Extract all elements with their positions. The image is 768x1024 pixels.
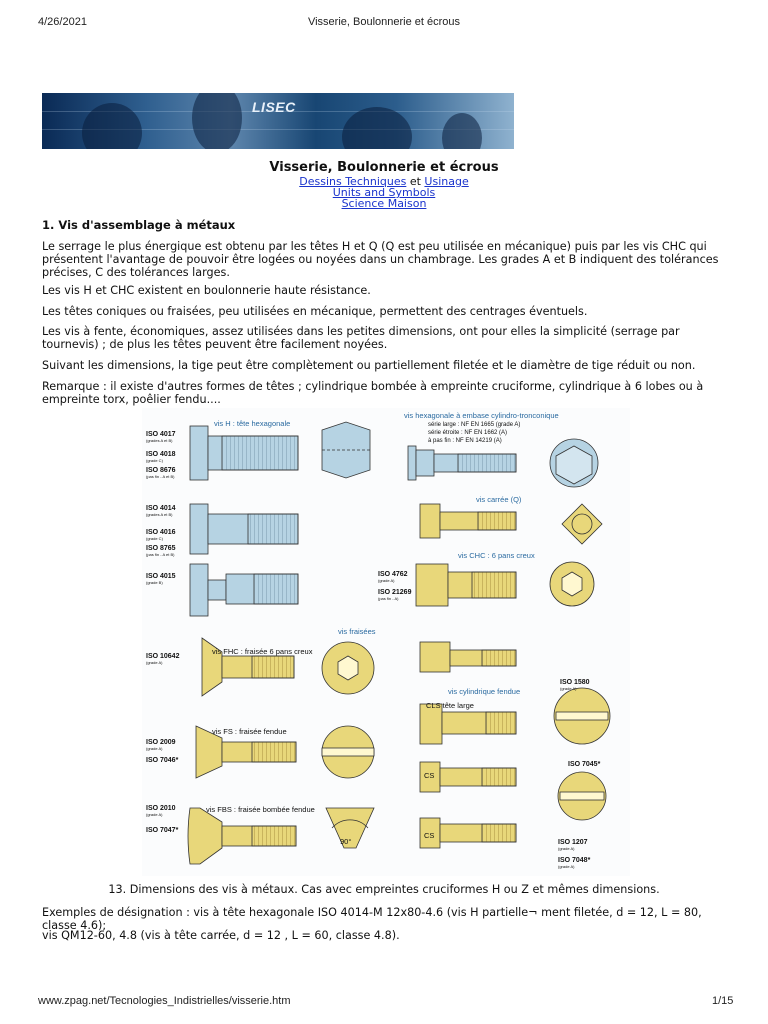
- flanged-hex-screw-icon: [407, 445, 517, 481]
- countersunk-front-view-icon: [321, 641, 375, 695]
- link-usinage[interactable]: Usinage: [424, 175, 469, 188]
- iso-2010-grade: (grade A): [146, 812, 163, 817]
- iso-21269-label: ISO 21269: [378, 589, 412, 596]
- flanged-hex-front-view-icon: [549, 438, 599, 488]
- pan-head-front-view-icon: [557, 771, 607, 821]
- countersunk-hex-socket-screw-icon: [201, 637, 295, 697]
- countersink-90-degree-icon: [325, 807, 375, 849]
- iso-8676-label: ISO 8676: [146, 467, 176, 474]
- link-dessins-techniques[interactable]: Dessins Techniques: [299, 175, 407, 188]
- paragraph-haute-resistance: Les vis H et CHC existent en boulonnerie…: [42, 284, 371, 297]
- label-vis-fbs: vis FBS : fraisée bombée fendue: [206, 805, 315, 814]
- iso-2009-label: ISO 2009: [146, 739, 176, 746]
- slotted-head-front-view-icon: [321, 725, 375, 779]
- iso-4016-grade: (grade C): [146, 536, 164, 541]
- banner-logo: LISEC: [252, 99, 296, 115]
- print-date: 4/26/2021: [38, 16, 87, 28]
- iso-8765-label: ISO 8765: [146, 545, 176, 552]
- iso-10642-grade: (grade A): [146, 660, 163, 665]
- iso-2009-grade: (grade A): [146, 746, 163, 751]
- label-vis-hex-embase: vis hexagonale à embase cylindro-troncon…: [404, 411, 559, 420]
- pan-head-screw-cs-2-icon: [419, 817, 517, 849]
- nav-conjunction: et: [409, 175, 421, 188]
- label-vis-fs: vis FS : fraisée fendue: [212, 727, 287, 736]
- iso-8676-grade: (pas fin - A et B): [146, 474, 175, 479]
- label-vis-fraisees: vis fraisées: [338, 627, 376, 636]
- nav-line-1: Dessins Techniques et Usinage: [0, 175, 768, 188]
- figure-caption: 13. Dimensions des vis à métaux. Cas ave…: [108, 883, 660, 896]
- page-title: Visserie, Boulonnerie et écrous: [269, 160, 499, 175]
- iso-4017-label: ISO 4017: [146, 431, 176, 438]
- iso-21269-grade: (pas fin - A): [378, 596, 399, 601]
- square-head-front-view-icon: [561, 503, 603, 545]
- socket-head-front-view-icon: [549, 561, 595, 607]
- iso-10642-label: ISO 10642: [146, 653, 180, 660]
- iso-4014-grade: (grades A et B): [146, 512, 173, 517]
- section-heading: 1. Vis d'assemblage à métaux: [42, 218, 236, 232]
- footer-page-number: 1/15: [712, 995, 734, 1007]
- label-vis-cyl-fendue: vis cylindrique fendue: [448, 687, 520, 696]
- cheese-head-screw-cls-icon: [419, 703, 517, 745]
- iso-7048-label: ISO 7048*: [558, 857, 591, 864]
- label-cls-tete-large: CLS tête large: [426, 701, 474, 710]
- paragraph-serrage: Le serrage le plus énergique est obtenu …: [42, 240, 719, 279]
- iso-1580-grade: (grade A): [560, 686, 577, 691]
- hex-screw-4015-icon: [189, 563, 299, 617]
- label-cs-2: CS: [424, 831, 434, 840]
- label-cs-1: CS: [424, 771, 434, 780]
- cylindrical-slotted-screw-icon: [419, 641, 517, 673]
- socket-head-cap-screw-icon: [415, 563, 517, 607]
- paragraph-tige: Suivant les dimensions, la tige peut êtr…: [42, 359, 696, 372]
- iso-7047-label: ISO 7047*: [146, 827, 179, 834]
- iso-7045-label: ISO 7045*: [568, 761, 601, 768]
- iso-4015-label: ISO 4015: [146, 573, 176, 580]
- countersunk-slotted-screw-icon: [195, 725, 297, 779]
- paragraph-vis-fente: Les vis à fente, économiques, assez util…: [42, 325, 680, 351]
- iso-7046-label: ISO 7046*: [146, 757, 179, 764]
- link-units-symbols[interactable]: Units and Symbols: [332, 186, 436, 199]
- example-line-1: Exemples de désignation : vis à tête hex…: [42, 906, 702, 932]
- link-science-maison[interactable]: Science Maison: [341, 197, 427, 210]
- square-head-screw-icon: [419, 503, 517, 539]
- iso-8765-grade: (pas fin - A et B): [146, 552, 175, 557]
- label-serie-large: série large : NF EN 1665 (grade A): [428, 422, 520, 428]
- nav-line-3: Science Maison: [0, 197, 768, 210]
- nav-line-2: Units and Symbols: [0, 186, 768, 199]
- iso-4015-grade: (grade B): [146, 580, 163, 585]
- print-title: Visserie, Boulonnerie et écrous: [307, 16, 461, 28]
- iso-4018-grade: (grade C): [146, 458, 164, 463]
- iso-4018-label: ISO 4018: [146, 451, 176, 458]
- example-line-2: vis QM12-60, 4.8 (vis à tête carrée, d =…: [42, 929, 400, 942]
- label-vis-fhc: vis FHC : fraisée 6 pans creux: [212, 647, 313, 656]
- iso-1207-label: ISO 1207: [558, 839, 588, 846]
- label-serie-etroite: série étroite : NF EN 1662 (A): [428, 430, 507, 436]
- iso-4017-grade: (grades A et B): [146, 438, 173, 443]
- iso-2010-label: ISO 2010: [146, 805, 176, 812]
- hex-screw-4014-icon: [189, 503, 299, 555]
- hex-screw-4017-icon: [189, 425, 299, 481]
- iso-1580-label: ISO 1580: [560, 679, 590, 686]
- iso-7048-grade: (grade A): [558, 864, 575, 869]
- label-vis-chc: vis CHC : 6 pans creux: [458, 551, 535, 560]
- banner-image: LISEC: [42, 93, 514, 149]
- iso-4016-label: ISO 4016: [146, 529, 176, 536]
- screw-dimensions-figure: ISO 4017 (grades A et B) ISO 4018 (grade…: [142, 408, 630, 876]
- iso-4014-label: ISO 4014: [146, 505, 176, 512]
- cylindrical-slotted-front-view-icon: [553, 687, 611, 745]
- footer-url: www.zpag.net/Tecnologies_Indistrielles/v…: [38, 995, 291, 1007]
- pan-head-screw-cs-1-icon: [419, 761, 517, 793]
- iso-4762-label: ISO 4762: [378, 571, 408, 578]
- raised-countersunk-slotted-screw-icon: [187, 807, 297, 865]
- label-angle-90: 90°: [340, 837, 351, 846]
- paragraph-tetes-coniques: Les têtes coniques ou fraisées, peu util…: [42, 305, 588, 318]
- screw-diagram-svg: ISO 4017 (grades A et B) ISO 4018 (grade…: [146, 411, 611, 869]
- hex-head-front-view-icon: [321, 421, 371, 479]
- iso-4762-grade: (grade A): [378, 578, 395, 583]
- label-vis-carree: vis carrée (Q): [476, 495, 522, 504]
- label-vis-h: vis H : tête hexagonale: [214, 419, 290, 428]
- label-pas-fin: à pas fin : NF EN 14219 (A): [428, 438, 502, 444]
- paragraph-remarque: Remarque : il existe d'autres formes de …: [42, 380, 704, 406]
- iso-1207-grade: (grade A): [558, 846, 575, 851]
